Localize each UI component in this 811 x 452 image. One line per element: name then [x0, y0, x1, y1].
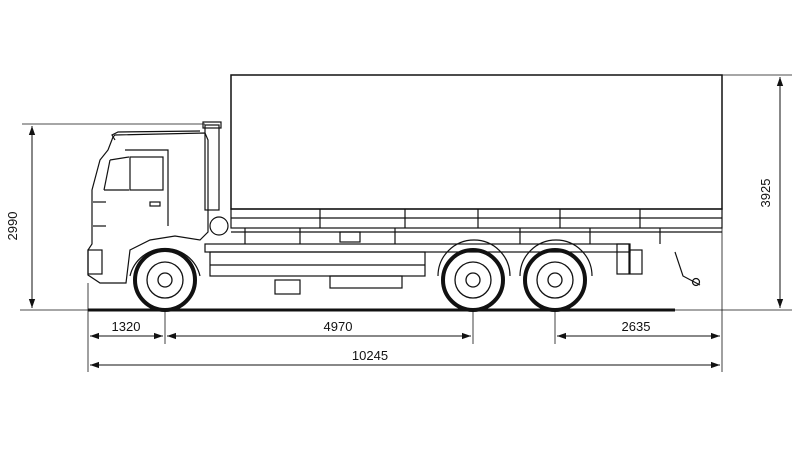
exhaust-stack	[204, 124, 220, 211]
rear-wheel-1	[441, 248, 505, 312]
extension-lines	[20, 74, 792, 372]
bumper	[87, 249, 103, 275]
cab-height-label: 2990	[5, 212, 20, 241]
dimension-lines	[28, 77, 784, 369]
cab-window	[129, 156, 164, 191]
wheelbase-label: 4970	[324, 319, 353, 334]
rear-wheel-2	[523, 248, 587, 312]
front-overhang-label: 1320	[112, 319, 141, 334]
rear-overhang-label: 2635	[622, 319, 651, 334]
wheels	[133, 248, 587, 312]
overall-length-label: 10245	[352, 348, 388, 363]
total-height-label: 3925	[758, 179, 773, 208]
front-wheel	[133, 248, 197, 312]
cab	[87, 132, 209, 284]
cargo-tarp	[230, 74, 723, 210]
truck-outline	[87, 74, 723, 295]
fuel-tank	[209, 251, 426, 277]
